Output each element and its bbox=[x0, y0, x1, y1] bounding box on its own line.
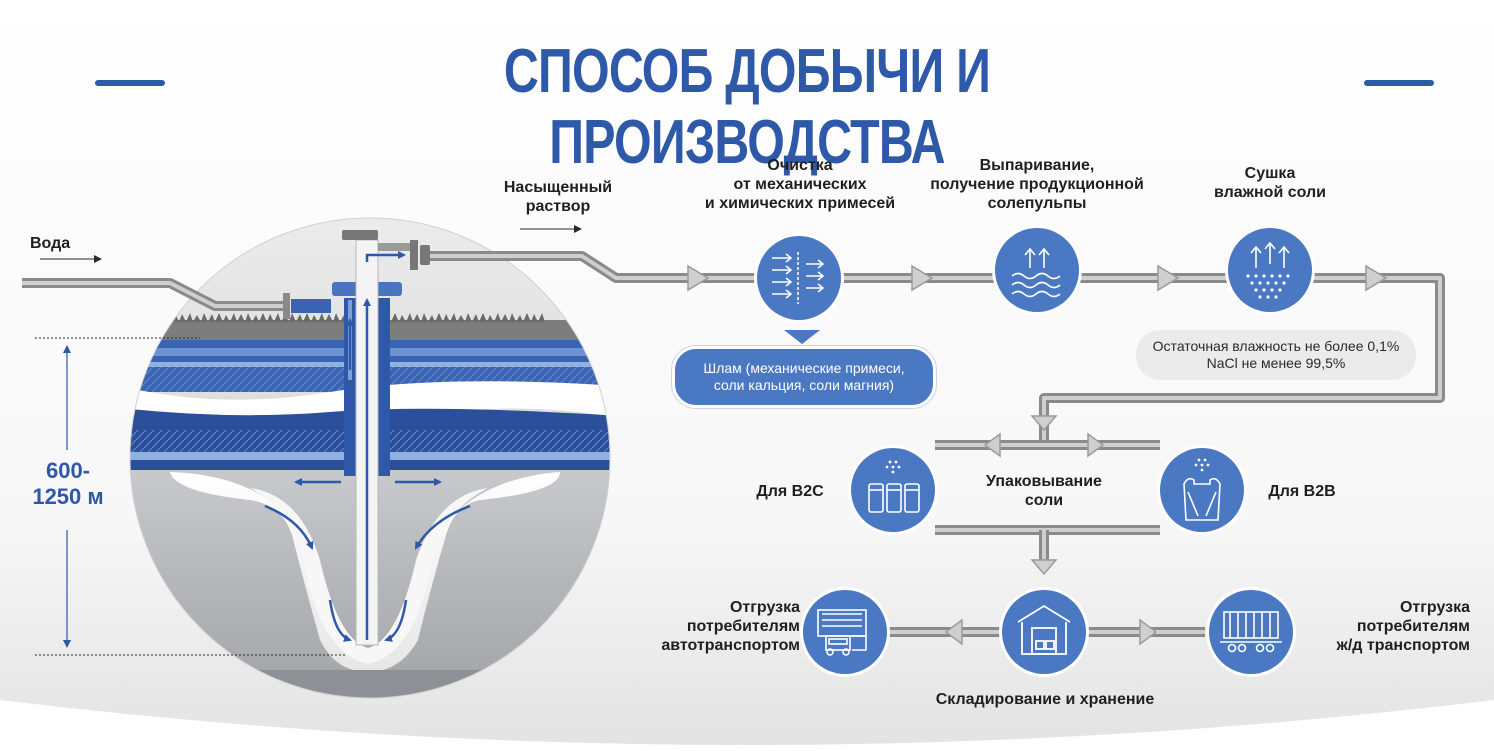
drying-label-line1: Сушка bbox=[1244, 165, 1296, 182]
warehouse-icon bbox=[999, 587, 1089, 677]
evaporation-label-line2: получение продукционной bbox=[930, 176, 1144, 194]
purification-label-line3: и химических примесей bbox=[704, 195, 896, 213]
drying-label-line2: влажной соли bbox=[1213, 184, 1327, 202]
water-label: Вода bbox=[30, 235, 71, 252]
quality-line1: Остаточная влажность не более 0,1% bbox=[1152, 337, 1400, 354]
quality-line2: NaCl не менее 99,5% bbox=[1206, 355, 1346, 371]
depth-label-line2: 1250 м bbox=[32, 484, 104, 510]
packaging-label: Упаковывание соли bbox=[968, 472, 1120, 510]
purification-label-line1: Очистка bbox=[767, 157, 833, 174]
depth-label-line1: 600- bbox=[45, 458, 91, 483]
rail-label-line2: потребителям bbox=[1356, 618, 1470, 636]
big-bag-icon bbox=[1157, 445, 1247, 535]
b2b-label: Для В2В bbox=[1268, 483, 1336, 500]
page-title: СПОСОБ ДОБЫЧИ И ПРОИЗВОДСТВА bbox=[503, 37, 991, 177]
pipe-chevrons bbox=[687, 264, 1388, 432]
rail-label: Отгрузка потребителям ж/д транспортом bbox=[1300, 598, 1470, 656]
rail-label-line3: ж/д транспортом bbox=[1336, 637, 1470, 655]
well-flow-arrows bbox=[264, 251, 471, 642]
b2c-label: Для В2С bbox=[756, 483, 824, 500]
packaging-label-line2: соли bbox=[1024, 492, 1064, 510]
mine-circle-outline bbox=[129, 217, 611, 699]
brine-label-line1: Насыщенный bbox=[503, 179, 613, 196]
drying-label: Сушка влажной соли bbox=[1190, 164, 1350, 202]
filter-arrows-icon bbox=[754, 233, 844, 323]
rail-label-line1: Отгрузка bbox=[1399, 599, 1470, 616]
sludge-line1: Шлам (механические примеси, bbox=[703, 359, 905, 376]
title-dash-right bbox=[1364, 80, 1434, 86]
depth-scale bbox=[35, 337, 345, 656]
salt-cavern bbox=[170, 472, 560, 672]
sludge-line2: соли кальция, соли магния) bbox=[713, 377, 895, 393]
sludge-pointer bbox=[784, 330, 820, 344]
evaporation-waves-icon bbox=[992, 225, 1082, 315]
salt-jars-icon bbox=[848, 445, 938, 535]
quality-callout: Остаточная влажность не более 0,1% NaCl … bbox=[1136, 330, 1416, 380]
evaporation-label-line3: солепульпы bbox=[987, 195, 1087, 213]
rail-wagon-icon bbox=[1206, 587, 1296, 677]
drying-salt-icon bbox=[1225, 225, 1315, 315]
evaporation-label: Выпаривание, получение продукционной сол… bbox=[912, 156, 1162, 214]
truck-label: Отгрузка потребителям автотранспортом bbox=[620, 598, 800, 656]
truck-label-line3: автотранспортом bbox=[661, 637, 800, 655]
injection-tube bbox=[344, 298, 358, 476]
evaporation-label-line1: Выпаривание, bbox=[979, 157, 1095, 174]
truck-label-line2: потребителям bbox=[686, 618, 800, 636]
packaging-label-line1: Упаковывание bbox=[986, 473, 1102, 490]
brine-label-line2: раствор bbox=[525, 198, 591, 216]
purification-label: Очистка от механических и химических при… bbox=[680, 156, 920, 214]
truck-label-line1: Отгрузка bbox=[729, 599, 800, 616]
depth-label: 600- 1250 м bbox=[18, 458, 118, 511]
title-dash-left bbox=[95, 80, 165, 86]
purification-label-line2: от механических bbox=[733, 176, 867, 194]
brine-label: Насыщенный раствор bbox=[478, 178, 638, 216]
truck-icon bbox=[800, 587, 890, 677]
warehouse-label: Складирование и хранение bbox=[935, 691, 1155, 708]
sludge-callout: Шлам (механические примеси, соли кальция… bbox=[672, 346, 936, 408]
